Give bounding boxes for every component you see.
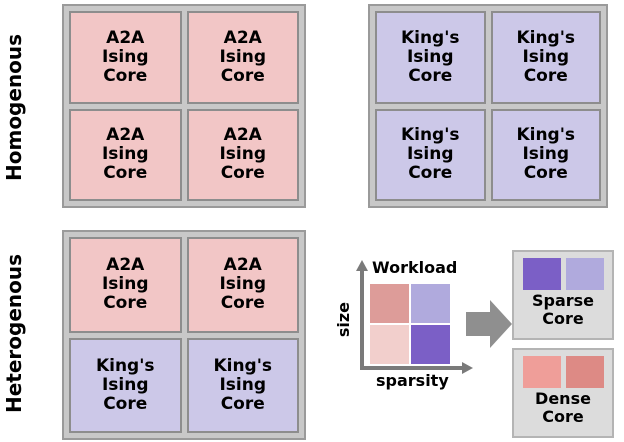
core-line3: Core bbox=[220, 393, 265, 414]
sparse-core-label-line1: Sparse bbox=[531, 291, 595, 310]
core-line1: A2A bbox=[106, 255, 145, 276]
sparse-core-label: Sparse Core bbox=[522, 292, 604, 327]
dense-core-label-line1: Dense bbox=[535, 389, 591, 408]
core-line1: King's bbox=[400, 27, 460, 48]
core-line2: Ising bbox=[101, 144, 149, 165]
x-axis-line bbox=[360, 366, 464, 370]
core-line2: Ising bbox=[522, 144, 570, 165]
core-line3: Core bbox=[103, 163, 148, 184]
core-tile: A2A Ising Core bbox=[186, 237, 299, 333]
row-label-heterogenous: Heterogenous bbox=[2, 253, 26, 413]
core-line1: A2A bbox=[106, 125, 145, 146]
core-line2: Ising bbox=[101, 374, 149, 395]
core-line3: Core bbox=[408, 163, 453, 184]
core-tile: A2A Ising Core bbox=[186, 108, 299, 201]
core-line3: Core bbox=[523, 163, 568, 184]
core-tile: King's Ising Core bbox=[375, 11, 486, 104]
workload-grid bbox=[370, 284, 450, 364]
workload-quadrant-plot: Workload size sparsity bbox=[334, 258, 488, 398]
output-dense-core: Dense Core bbox=[512, 348, 614, 438]
flow-arrow-icon bbox=[466, 300, 512, 348]
core-line1: King's bbox=[400, 125, 460, 146]
core-tile: A2A Ising Core bbox=[69, 108, 182, 201]
core-tile: A2A Ising Core bbox=[69, 11, 182, 104]
core-line1: King's bbox=[516, 125, 576, 146]
chip-homogenous-a2a: A2A Ising Core A2A Ising Core A2A Ising … bbox=[62, 4, 306, 208]
swatch bbox=[522, 258, 561, 290]
chip-heterogenous: A2A Ising Core A2A Ising Core King's Isi… bbox=[62, 230, 306, 440]
core-line1: King's bbox=[516, 27, 576, 48]
chip-homogenous-kings: King's Ising Core King's Ising Core King… bbox=[368, 4, 608, 208]
core-tile: King's Ising Core bbox=[69, 337, 182, 433]
swatch bbox=[522, 356, 561, 388]
workload-x-axis-label: sparsity bbox=[376, 371, 449, 390]
core-tile: King's Ising Core bbox=[490, 11, 601, 104]
core-line2: Ising bbox=[406, 46, 454, 67]
quadrant-bottom-left bbox=[370, 325, 409, 364]
core-line3: Core bbox=[220, 65, 265, 86]
core-line3: Core bbox=[103, 293, 148, 314]
swatch bbox=[565, 258, 604, 290]
core-line1: King's bbox=[213, 355, 273, 376]
core-line2: Ising bbox=[219, 144, 267, 165]
quadrant-top-right bbox=[411, 284, 450, 323]
dense-core-swatches bbox=[522, 356, 604, 388]
core-line3: Core bbox=[523, 65, 568, 86]
quadrant-top-left bbox=[370, 284, 409, 323]
dense-core-label: Dense Core bbox=[522, 390, 604, 425]
core-line1: King's bbox=[95, 355, 155, 376]
core-line3: Core bbox=[408, 65, 453, 86]
core-line2: Ising bbox=[219, 374, 267, 395]
core-tile: A2A Ising Core bbox=[186, 11, 299, 104]
sparse-core-label-line2: Core bbox=[542, 308, 584, 328]
y-axis-arrow-icon bbox=[356, 260, 368, 271]
swatch bbox=[565, 356, 604, 388]
core-line2: Ising bbox=[406, 144, 454, 165]
core-line2: Ising bbox=[101, 46, 149, 67]
core-line2: Ising bbox=[101, 274, 149, 295]
core-line1: A2A bbox=[106, 27, 145, 48]
core-line1: A2A bbox=[223, 125, 262, 146]
core-line3: Core bbox=[103, 393, 148, 414]
core-line2: Ising bbox=[219, 274, 267, 295]
row-label-homogenous: Homogenous bbox=[2, 33, 26, 181]
core-line3: Core bbox=[103, 65, 148, 86]
core-line3: Core bbox=[220, 293, 265, 314]
sparse-core-swatches bbox=[522, 258, 604, 290]
dense-core-label-line2: Core bbox=[542, 406, 584, 426]
core-line2: Ising bbox=[219, 46, 267, 67]
output-sparse-core: Sparse Core bbox=[512, 250, 614, 340]
core-tile: A2A Ising Core bbox=[69, 237, 182, 333]
core-line3: Core bbox=[220, 163, 265, 184]
core-line2: Ising bbox=[522, 46, 570, 67]
quadrant-bottom-right bbox=[411, 325, 450, 364]
core-line1: A2A bbox=[223, 27, 262, 48]
core-tile: King's Ising Core bbox=[490, 108, 601, 201]
workload-title: Workload bbox=[372, 258, 458, 277]
core-tile: King's Ising Core bbox=[186, 337, 299, 433]
x-axis-arrow-icon bbox=[462, 362, 473, 374]
y-axis-line bbox=[360, 270, 364, 370]
workload-y-axis-label: size bbox=[334, 302, 353, 338]
core-line1: A2A bbox=[223, 255, 262, 276]
core-tile: King's Ising Core bbox=[375, 108, 486, 201]
